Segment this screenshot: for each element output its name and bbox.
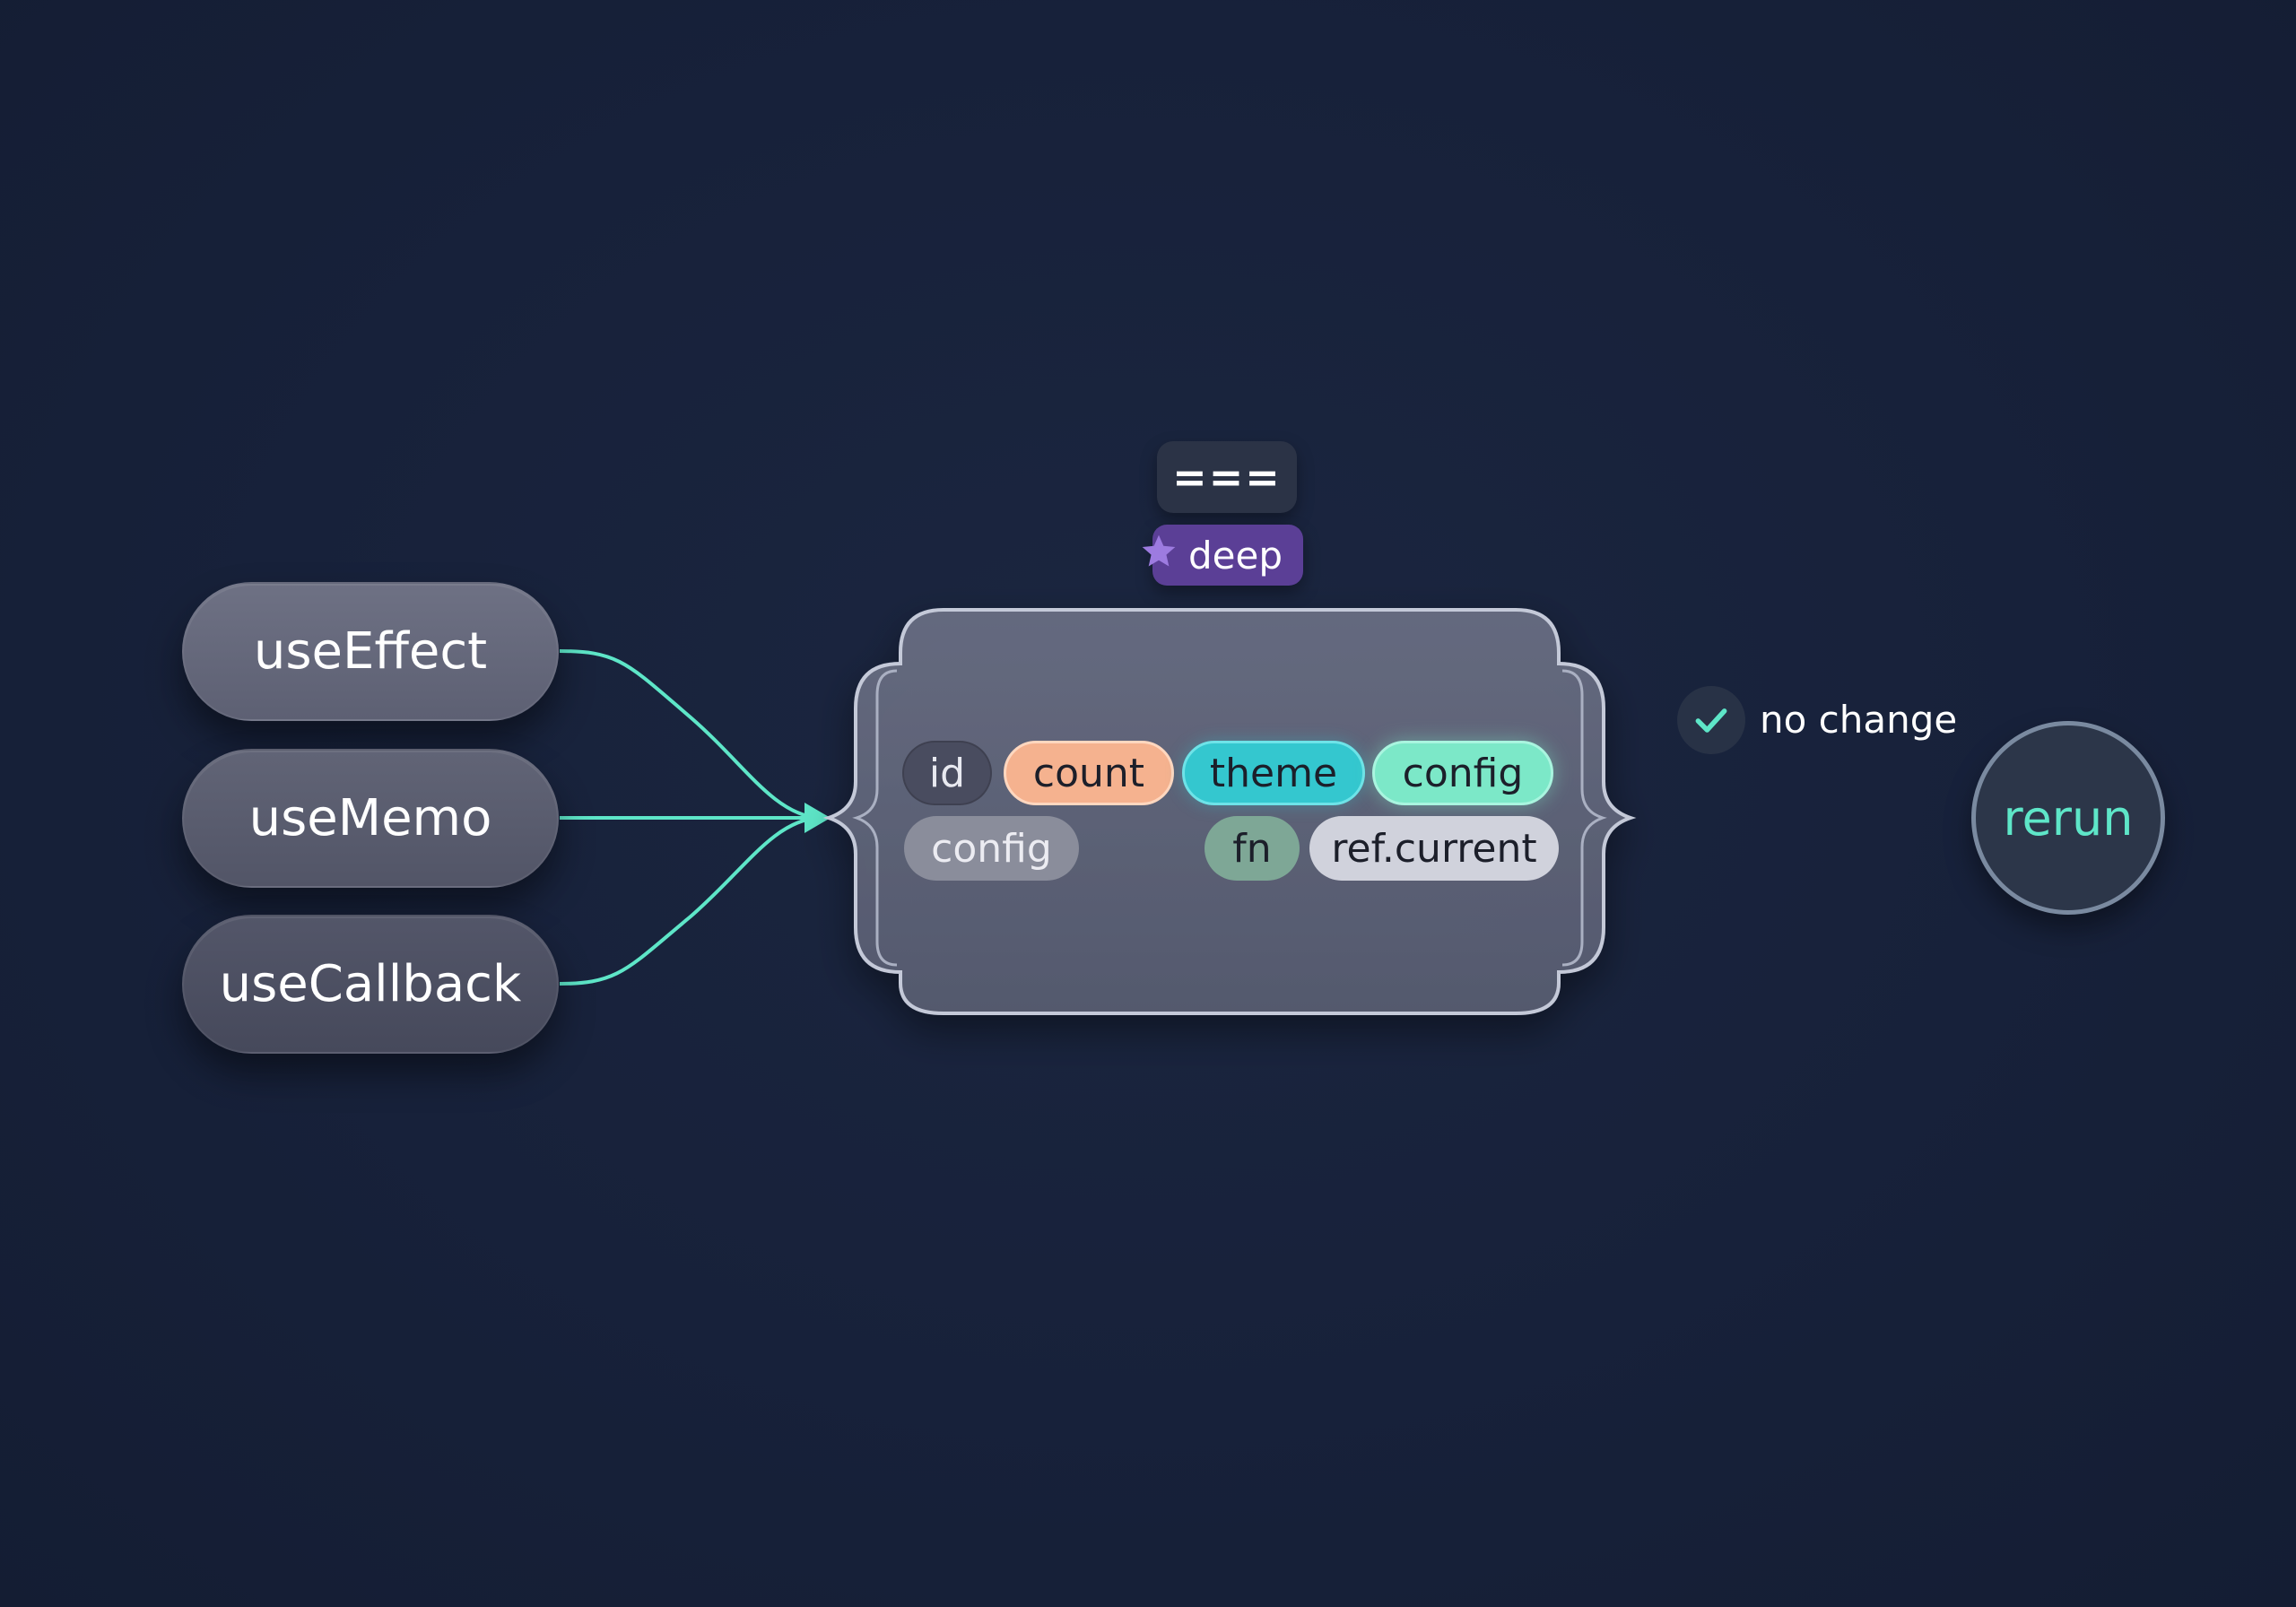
chip-label: id <box>928 750 966 796</box>
dep-chip-count[interactable]: count <box>1004 741 1174 805</box>
chip-label: ref.current <box>1331 825 1537 872</box>
dep-chip-config-prev[interactable]: config <box>904 816 1079 881</box>
dep-chip-theme[interactable]: theme <box>1182 741 1365 805</box>
star-icon <box>1142 534 1176 567</box>
connector-useeffect <box>559 649 817 820</box>
hook-label: useCallback <box>219 955 522 1013</box>
operator-label: === <box>1172 453 1282 501</box>
rerun-label: rerun <box>2003 789 2134 847</box>
chip-label: theme <box>1209 750 1338 796</box>
connector-usecallback <box>559 816 817 986</box>
dep-chip-fn[interactable]: fn <box>1205 816 1300 881</box>
right-brace-inner <box>1561 669 1607 967</box>
hook-useeffect[interactable]: useEffect <box>182 582 559 721</box>
check-glyph <box>1695 708 1727 733</box>
hook-usememo[interactable]: useMemo <box>182 749 559 888</box>
chip-label: fn <box>1232 825 1272 872</box>
dep-chip-id[interactable]: id <box>902 741 992 805</box>
deep-compare-badge[interactable]: deep <box>1152 525 1303 586</box>
deep-label: deep <box>1188 533 1283 578</box>
dep-chip-ref-current[interactable]: ref.current <box>1309 816 1559 881</box>
status-label: no change <box>1760 698 1958 742</box>
chip-label: config <box>931 825 1052 872</box>
hook-label: useMemo <box>248 789 492 847</box>
hook-label: useEffect <box>253 622 488 681</box>
rerun-node[interactable]: rerun <box>1971 721 2165 915</box>
dependency-array-box <box>822 608 1637 1015</box>
dep-chip-config[interactable]: config <box>1372 741 1553 805</box>
hook-usecallback[interactable]: useCallback <box>182 915 559 1054</box>
arrowhead-icon <box>804 803 831 833</box>
chip-label: count <box>1032 750 1145 796</box>
chip-label: config <box>1402 750 1524 796</box>
check-icon <box>1677 686 1745 754</box>
left-brace-inner <box>852 669 898 967</box>
equality-operator-badge: === <box>1157 441 1297 513</box>
